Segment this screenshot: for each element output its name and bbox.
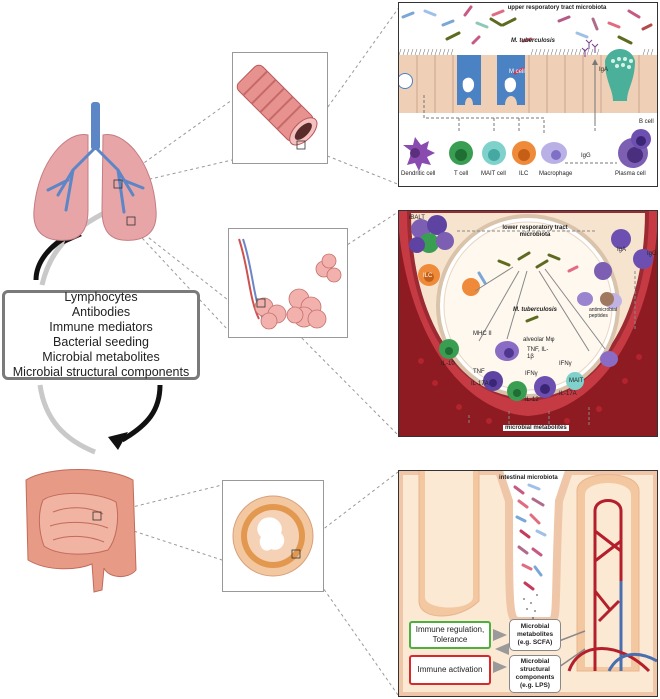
amp-label: antimicrobial peptides xyxy=(589,307,618,319)
alveolar-macrophage-label: alveolar Mφ xyxy=(523,337,555,343)
cell-label-macrophage: Macrophage xyxy=(539,171,573,177)
mediator-line: Bacterial seeding xyxy=(53,335,149,349)
metabolites-box: Microbial metabolites (e.g. SCFA) xyxy=(509,619,561,651)
mhc-label: MHC II xyxy=(473,331,492,337)
gut-microbiota-label: intestinal microbiota xyxy=(499,475,558,481)
lungs-illustration xyxy=(33,102,157,241)
lower-respiratory-panel: iBALT lower resporatory tract microbiota… xyxy=(398,210,658,437)
cell-label-ilc: ILC xyxy=(519,171,529,177)
m-cell-label: M cell xyxy=(509,69,525,75)
immune-regulation-box: Immune regulation, Tolerance xyxy=(409,621,491,649)
upper-pathogen-label: M. tuberculosis xyxy=(511,38,556,44)
villus-drawing xyxy=(399,471,657,696)
dendritic-cell-icon xyxy=(403,137,435,171)
tnf-il1b-label: TNF, IL-1β xyxy=(527,347,549,360)
cell-label-plasma: Plasma cell xyxy=(615,171,646,177)
mediator-line: Microbial structural components xyxy=(12,365,190,379)
arrow-down-icon xyxy=(108,432,128,450)
magnifier-icon xyxy=(399,73,413,89)
gut-panel: intestinal microbiota Microbial metaboli… xyxy=(398,470,658,697)
alveolus-drawing xyxy=(399,211,657,436)
upper-microbiota-label: upper resporatory tract microbiota xyxy=(507,5,607,11)
b-cell-label: B cell xyxy=(639,119,654,125)
structural-components-box: Microbial structural components (e.g. LP… xyxy=(509,655,561,693)
b-cell-icon xyxy=(631,129,651,149)
mait-label: MAIT xyxy=(569,378,584,384)
iga-label: IgA xyxy=(599,67,609,73)
mediator-line: Lymphocytes xyxy=(64,290,138,304)
mediators-box: Lymphocytes Antibodies Immune mediators … xyxy=(2,290,200,380)
lower-pathogen-label: M. tuberculosis xyxy=(513,307,558,313)
il10-label: IL-10 xyxy=(441,361,455,367)
mediator-line: Immune mediators xyxy=(49,320,153,334)
arrow-left-icon xyxy=(493,629,507,641)
il17a-left-label: IL-17A xyxy=(471,381,489,387)
macrophage-icon xyxy=(541,142,567,164)
airway-thumbnail xyxy=(232,52,328,164)
ifng-left-label: IFNγ xyxy=(525,371,538,377)
immune-activation-box: Immune activation xyxy=(409,655,491,685)
il17a-right-label: IL-17A xyxy=(559,391,577,397)
ibalt-label: iBALT xyxy=(409,215,425,221)
lower-igg-label: IgG xyxy=(647,251,657,257)
mait-icon xyxy=(566,372,584,390)
cell-label-t: T cell xyxy=(454,171,469,177)
alveoli-thumbnail xyxy=(228,228,348,338)
gut-cross-section-thumbnail xyxy=(222,480,324,592)
intestine-illustration xyxy=(25,469,137,593)
lower-iga-label: IgA xyxy=(617,247,627,253)
metabolites-label: microbial metabolites xyxy=(503,425,569,431)
ibalt-cluster-icon xyxy=(409,215,454,253)
cell-label-mait: MAIT cell xyxy=(481,171,506,177)
lower-microbiota-label: lower resporatory tract microbiota xyxy=(502,225,568,238)
mediator-line: Antibodies xyxy=(71,305,131,319)
upper-respiratory-panel: upper resporatory tract microbiota M. tu… xyxy=(398,2,658,187)
epithelium-drawing xyxy=(399,3,657,186)
mediator-line: Microbial metabolites xyxy=(42,350,160,364)
il12-label: IL-12 xyxy=(525,397,539,403)
cell-label-dendritic: Dendritic cell xyxy=(401,171,436,177)
ifng-right-label: IFNγ xyxy=(559,361,572,367)
igg-label: IgG xyxy=(581,153,591,159)
tnf-label: TNF xyxy=(473,369,485,375)
ilc-label: ILC xyxy=(423,273,433,279)
